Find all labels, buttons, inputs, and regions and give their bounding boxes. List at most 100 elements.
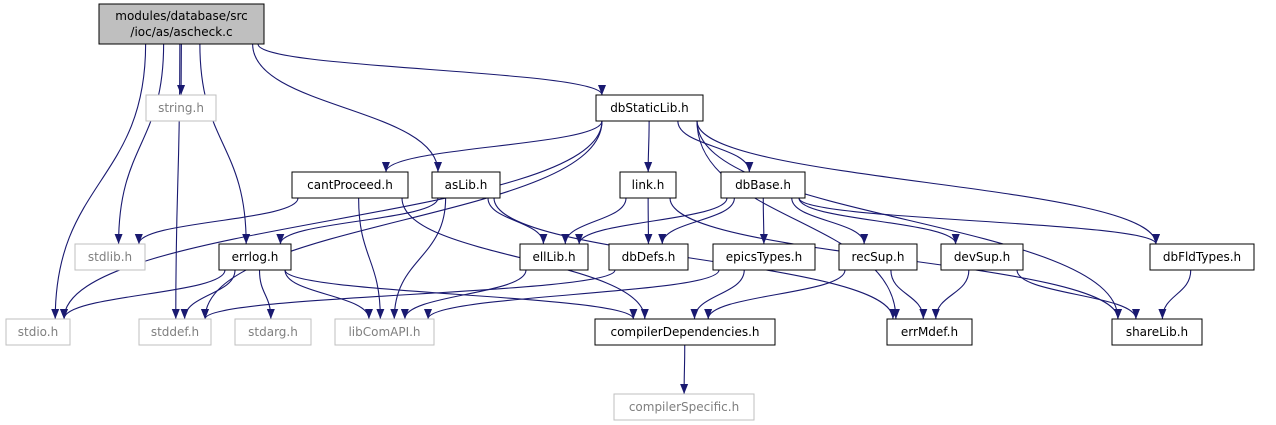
node-label-ellLib: ellLib.h bbox=[532, 250, 575, 264]
node-label-dbStaticLib: dbStaticLib.h bbox=[610, 101, 689, 115]
node-label-errlog: errlog.h bbox=[232, 250, 279, 264]
edge-asLib-to-libComAPI bbox=[390, 197, 447, 320]
node-compilerSpecific: compilerSpecific.h bbox=[613, 393, 755, 421]
node-label-recSup: recSup.h bbox=[852, 250, 905, 264]
node-compilerDependencies[interactable]: compilerDependencies.h bbox=[594, 318, 776, 346]
node-dbDefs[interactable]: dbDefs.h bbox=[608, 243, 689, 271]
edge-dbStaticLib-to-cantProceed bbox=[382, 120, 603, 173]
edge-dbBase-to-dbFldTypes bbox=[798, 197, 1160, 245]
node-ascheck[interactable]: modules/database/src/ioc/as/ascheck.c bbox=[98, 3, 265, 45]
node-dbFldTypes[interactable]: dbFldTypes.h bbox=[1149, 243, 1255, 271]
node-errlog[interactable]: errlog.h bbox=[218, 243, 292, 271]
node-box-shareLib bbox=[1111, 318, 1203, 346]
edge-dbBase-to-epicsTypes bbox=[759, 197, 768, 245]
node-label-shareLib: shareLib.h bbox=[1126, 325, 1188, 339]
edge-dbStaticLib-to-errMdef bbox=[696, 120, 900, 320]
node-label-cantProceed: cantProceed.h bbox=[307, 178, 393, 192]
edge-cantProceed-to-libComAPI bbox=[358, 197, 385, 320]
node-box-string bbox=[145, 94, 217, 122]
node-box-dbDefs bbox=[608, 243, 689, 271]
edge-dbStaticLib-to-dbFldTypes bbox=[696, 120, 1160, 245]
node-libComAPI: libComAPI.h bbox=[334, 318, 435, 346]
edge-errlog-to-stddef bbox=[180, 269, 236, 320]
edge-ellLib-to-libComAPI bbox=[400, 269, 527, 320]
node-box-stddef bbox=[138, 318, 212, 346]
edge-errlog-to-stdarg bbox=[258, 269, 275, 320]
edge-dbStaticLib-to-stddef bbox=[201, 120, 603, 320]
edge-dbFldTypes-to-shareLib bbox=[1158, 269, 1192, 320]
node-box-recSup bbox=[838, 243, 918, 271]
node-stdio: stdio.h bbox=[5, 318, 71, 346]
node-recSup[interactable]: recSup.h bbox=[838, 243, 918, 271]
node-label-compilerDependencies: compilerDependencies.h bbox=[610, 325, 759, 339]
edge-dbBase-to-dbDefs bbox=[658, 197, 735, 245]
node-box-stdarg bbox=[234, 318, 312, 346]
node-label-errMdef: errMdef.h bbox=[901, 325, 958, 339]
node-epicsTypes[interactable]: epicsTypes.h bbox=[712, 243, 816, 271]
edge-ascheck-to-errlog bbox=[199, 43, 251, 245]
node-box-epicsTypes bbox=[712, 243, 816, 271]
node-label-devSup: devSup.h bbox=[954, 250, 1010, 264]
node-box-asLib bbox=[431, 171, 501, 199]
edge-recSup-to-errMdef bbox=[890, 269, 928, 320]
edge-asLib-to-errlog bbox=[276, 197, 439, 245]
edge-asLib-to-ellLib bbox=[487, 197, 548, 245]
node-label-stdio: stdio.h bbox=[18, 325, 58, 339]
node-stdarg: stdarg.h bbox=[234, 318, 312, 346]
edge-dbStaticLib-to-dbBase bbox=[677, 120, 754, 173]
edge-epicsTypes-to-libComAPI bbox=[424, 269, 720, 320]
node-label-link: link.h bbox=[632, 178, 665, 192]
node-box-cantProceed bbox=[291, 171, 409, 199]
node-label-dbBase: dbBase.h bbox=[735, 178, 791, 192]
node-cantProceed[interactable]: cantProceed.h bbox=[291, 171, 409, 199]
node-label-ascheck-1: /ioc/as/ascheck.c bbox=[130, 25, 232, 39]
edge-compilerDependencies-to-compilerSpecific bbox=[680, 344, 689, 395]
node-label-libComAPI: libComAPI.h bbox=[348, 325, 420, 339]
edge-errlog-to-stdio bbox=[60, 269, 226, 320]
edge-ascheck-to-dbStaticLib bbox=[257, 43, 606, 96]
node-box-compilerSpecific bbox=[613, 393, 755, 421]
edge-dbBase-to-ellLib bbox=[575, 197, 728, 245]
edge-dbDefs-to-stddef bbox=[201, 269, 616, 320]
edge-errlog-to-libComAPI bbox=[284, 269, 373, 320]
node-box-errlog bbox=[218, 243, 292, 271]
node-stdlib: stdlib.h bbox=[74, 243, 146, 271]
node-string: string.h bbox=[145, 94, 217, 122]
node-errMdef[interactable]: errMdef.h bbox=[886, 318, 973, 346]
node-shareLib[interactable]: shareLib.h bbox=[1111, 318, 1203, 346]
node-label-ascheck-0: modules/database/src bbox=[115, 9, 247, 23]
node-box-stdlib bbox=[74, 243, 146, 271]
node-box-ellLib bbox=[519, 243, 589, 271]
node-label-asLib: asLib.h bbox=[445, 178, 488, 192]
node-asLib[interactable]: asLib.h bbox=[431, 171, 501, 199]
node-devSup[interactable]: devSup.h bbox=[940, 243, 1024, 271]
edge-recSup-to-compilerDependencies bbox=[704, 269, 846, 320]
edge-ascheck-to-stddef bbox=[171, 43, 181, 320]
node-box-libComAPI bbox=[334, 318, 435, 346]
edge-dbStaticLib-to-shareLib bbox=[696, 120, 1122, 320]
node-dbStaticLib[interactable]: dbStaticLib.h bbox=[595, 94, 704, 122]
node-label-string: string.h bbox=[158, 101, 204, 115]
node-box-devSup bbox=[940, 243, 1024, 271]
edge-dbStaticLib-to-link bbox=[644, 120, 653, 173]
node-label-stdlib: stdlib.h bbox=[88, 250, 132, 264]
node-box-link bbox=[619, 171, 677, 199]
edge-cantProceed-to-stdlib bbox=[134, 197, 299, 245]
edge-epicsTypes-to-compilerDependencies bbox=[690, 269, 745, 320]
node-box-compilerDependencies bbox=[594, 318, 776, 346]
node-label-dbFldTypes: dbFldTypes.h bbox=[1163, 250, 1241, 264]
edge-asLib-to-errMdef bbox=[493, 197, 897, 320]
node-label-stddef: stddef.h bbox=[151, 325, 199, 339]
node-label-stdarg: stdarg.h bbox=[248, 325, 298, 339]
node-box-dbStaticLib bbox=[595, 94, 704, 122]
node-label-epicsTypes: epicsTypes.h bbox=[726, 250, 802, 264]
edge-ascheck-to-stdio bbox=[51, 43, 147, 320]
node-box-errMdef bbox=[886, 318, 973, 346]
edge-dbBase-to-recSup bbox=[791, 197, 869, 245]
node-ellLib[interactable]: ellLib.h bbox=[519, 243, 589, 271]
edge-dbStaticLib-to-stdio bbox=[60, 120, 603, 320]
node-link[interactable]: link.h bbox=[619, 171, 677, 199]
node-dbBase[interactable]: dbBase.h bbox=[720, 171, 806, 199]
edge-devSup-to-shareLib bbox=[1016, 269, 1140, 320]
